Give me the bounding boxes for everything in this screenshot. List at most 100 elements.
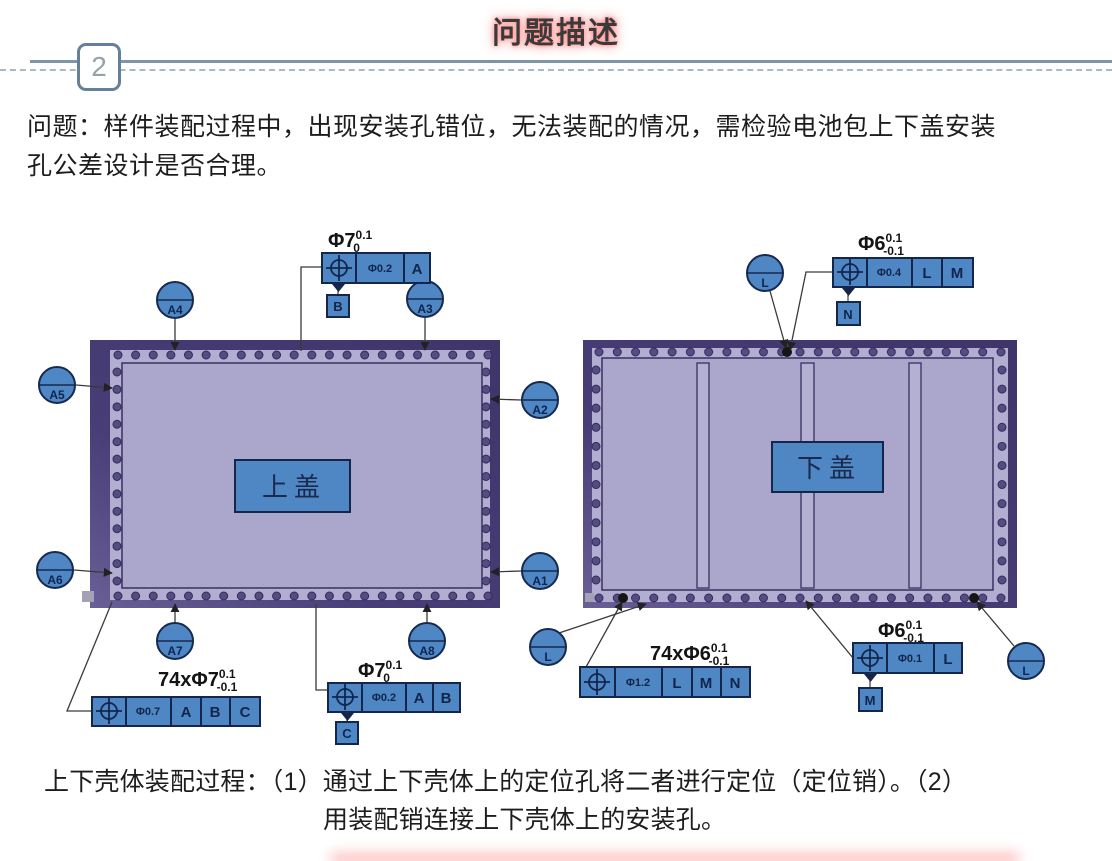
leader-bottom-frame [315,604,328,691]
mounting-hole [430,591,440,601]
mounting-hole [481,576,491,586]
mounting-hole [377,591,387,601]
mounting-hole [997,365,1007,375]
mounting-hole [941,593,951,603]
mounting-hole [183,350,193,360]
svg-text:L: L [761,276,768,290]
mounting-hole [113,591,123,601]
mounting-hole [289,591,299,601]
leader-pattern-frame-right [579,601,623,679]
mounting-hole [667,347,677,357]
mounting-hole [591,441,601,451]
mounting-hole [591,575,601,585]
tolerance-value: Φ0.1 [898,653,922,665]
mounting-hole [112,384,122,394]
position-symbol-icon [584,669,610,695]
datum-ref: C [240,704,251,721]
upper-cover-plate: 上盖 [82,340,500,608]
mounting-hole [886,593,896,603]
mounting-hole [112,402,122,412]
mounting-hole [483,350,493,360]
datum-ref: B [441,690,452,707]
datum-ref: L [672,675,681,692]
mounting-hole [649,593,659,603]
datum-ref: A [414,690,425,707]
mounting-hole [813,593,823,603]
svg-text:A8: A8 [419,644,435,658]
mounting-hole [941,347,951,357]
datum-feature-n: N [836,288,861,326]
mounting-hole [997,422,1007,432]
mounting-hole [667,593,677,603]
dim-label-lower-bottom: Φ60.1-0.1 [878,618,924,645]
tolerance-value: Φ0.2 [368,263,392,275]
mounting-hole [649,347,659,357]
mounting-hole [254,350,264,360]
svg-text:上盖: 上盖 [262,472,326,502]
mounting-hole [832,593,842,603]
mounting-hole [236,591,246,601]
mounting-hole [112,541,122,551]
mounting-hole [342,591,352,601]
svg-text:A7: A7 [167,644,183,658]
datum-feature-c: C [335,712,359,745]
mounting-hole [448,591,458,601]
mounting-hole [360,350,370,360]
mounting-hole [997,537,1007,547]
mounting-hole [905,347,915,357]
mounting-hole [591,365,601,375]
tolerance-value: Φ0.7 [136,706,160,718]
leader-a6 [73,567,113,577]
datum-target-l-top: L [746,254,784,292]
position-symbol-icon [96,698,122,724]
svg-text:A1: A1 [532,574,548,588]
mounting-hole [740,347,750,357]
leader-a5 [75,382,113,392]
mounting-hole [978,593,988,603]
lower-plate-corner-mark [585,593,594,602]
header-rule-solid [30,60,1112,63]
mounting-hole [997,384,1007,394]
lower-cover-label: 下盖 [771,441,884,493]
leader-top-frame-right [787,271,833,351]
mounting-hole [112,419,122,429]
mounting-hole [148,591,158,601]
mounting-hole [307,591,317,601]
mounting-hole [112,454,122,464]
tolerance-value: Φ0.2 [372,692,396,704]
mounting-hole [481,454,491,464]
mounting-hole [430,350,440,360]
assembly-text-line-2: 用装配销连接上下壳体上的安装孔。 [323,806,727,834]
mounting-hole [113,350,123,360]
leader-a2 [490,394,522,404]
mounting-hole [868,347,878,357]
upper-cover-label: 上盖 [234,459,351,513]
mounting-hole [996,593,1006,603]
mounting-hole [997,556,1007,566]
mounting-hole [112,437,122,447]
datum-ref: N [730,675,741,692]
mounting-hole [112,559,122,569]
mounting-hole [594,347,604,357]
header-rule-dashed [0,69,1112,71]
datum-target-a6: A6 [36,551,74,589]
section-number-badge: 2 [77,43,121,91]
mounting-hole [481,489,491,499]
mounting-hole [722,347,732,357]
mounting-hole [997,403,1007,413]
mounting-hole [377,350,387,360]
mounting-hole [978,347,988,357]
problem-line-1: 问题：样件装配过程中，出现安装孔错位，无法装配的情况，需检验电池包上下盖安装 [27,113,997,141]
mounting-hole [324,350,334,360]
problem-line-2: 孔公差设计是否合理。 [27,152,283,180]
mounting-hole [166,350,176,360]
mounting-hole [448,350,458,360]
datum-target-a3: A3 [406,280,444,318]
mounting-hole [612,347,622,357]
svg-text:M: M [865,693,876,708]
svg-text:N: N [843,307,852,322]
mounting-hole [112,489,122,499]
mounting-hole [289,350,299,360]
datum-ref: M [700,675,713,692]
